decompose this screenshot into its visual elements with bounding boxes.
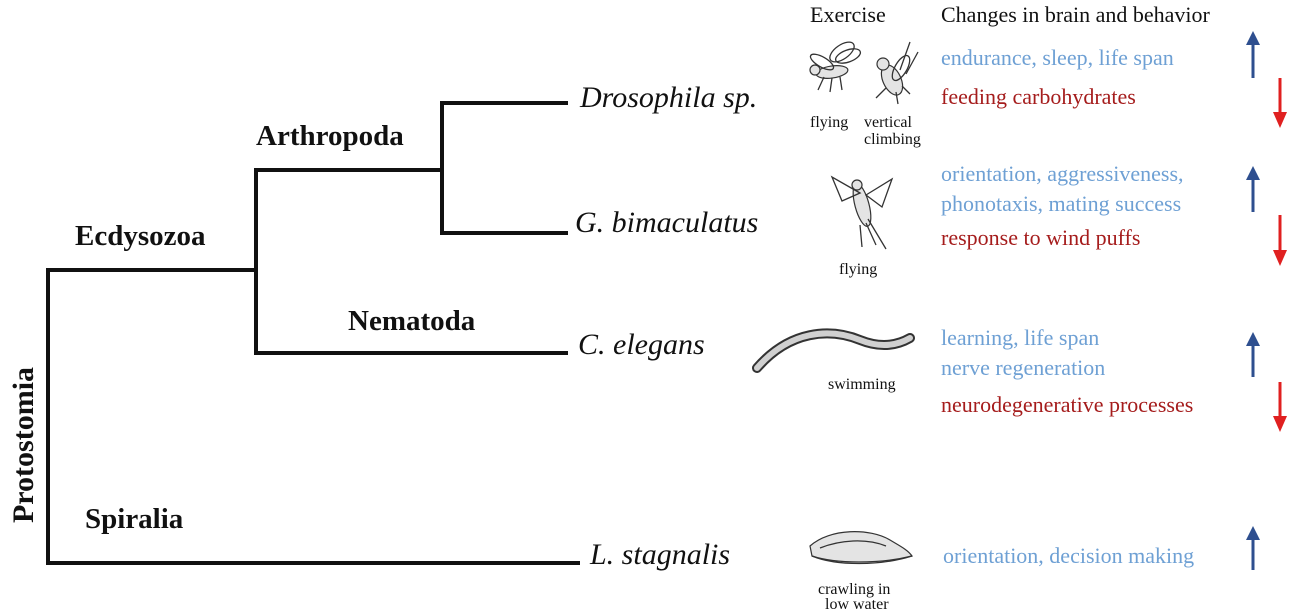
change-drosophila-decrease-1: feeding carbohydrates (941, 84, 1136, 109)
phylogenetic-tree (46, 101, 580, 565)
species-label-drosophila: Drosophila sp. (579, 81, 757, 114)
species-label-celegans: C. elegans (578, 328, 705, 361)
up-arrow-icon (1246, 526, 1260, 570)
clade-label-nematoda: Nematoda (348, 305, 476, 337)
change-gryllus-increase-2: phonotaxis, mating success (941, 191, 1181, 216)
up-arrow-icon (1246, 332, 1260, 377)
down-arrow-icon (1273, 382, 1287, 432)
clade-label-ecdysozoa: Ecdysozoa (75, 220, 206, 252)
down-arrow-icon (1273, 78, 1287, 128)
cricket-flying-icon (830, 175, 894, 250)
change-celegans-decrease-1: neurodegenerative processes (941, 392, 1193, 417)
exercise-label-drosophila-climbing-1: vertical (864, 114, 913, 131)
worm-swimming-icon (752, 328, 915, 373)
exercise-label-celegans-swimming: swimming (828, 376, 896, 393)
up-arrow-icon (1246, 166, 1260, 212)
clade-label-spiralia: Spiralia (85, 503, 184, 535)
header-exercise: Exercise (810, 2, 886, 27)
up-arrow-icon (1246, 31, 1260, 78)
exercise-label-lymnaea-2: low water (825, 596, 889, 610)
fly-flying-icon (809, 41, 862, 93)
root-label: Protostomia (7, 367, 40, 523)
change-drosophila-increase-1: endurance, sleep, life span (941, 45, 1174, 70)
change-celegans-increase-2: nerve regeneration (941, 355, 1105, 380)
down-arrow-icon (1273, 215, 1287, 266)
change-celegans-increase-1: learning, life span (941, 325, 1099, 350)
change-gryllus-increase-1: orientation, aggressiveness, (941, 161, 1184, 186)
exercise-label-drosophila-climbing-2: climbing (864, 131, 921, 148)
fly-climbing-icon (875, 41, 919, 105)
clade-label-arthropoda: Arthropoda (256, 120, 404, 152)
exercise-label-drosophila-flying: flying (810, 114, 848, 131)
species-label-gryllus: G. bimaculatus (575, 206, 758, 239)
exercise-label-gryllus-flying: flying (839, 261, 877, 278)
change-gryllus-decrease-1: response to wind puffs (941, 225, 1140, 250)
species-label-lymnaea: L. stagnalis (589, 538, 730, 571)
snail-crawling-icon (809, 531, 913, 565)
change-lymnaea-increase-1: orientation, decision making (943, 543, 1194, 568)
exercise-label-lymnaea-1: crawling in (818, 581, 890, 598)
header-changes: Changes in brain and behavior (941, 2, 1210, 27)
